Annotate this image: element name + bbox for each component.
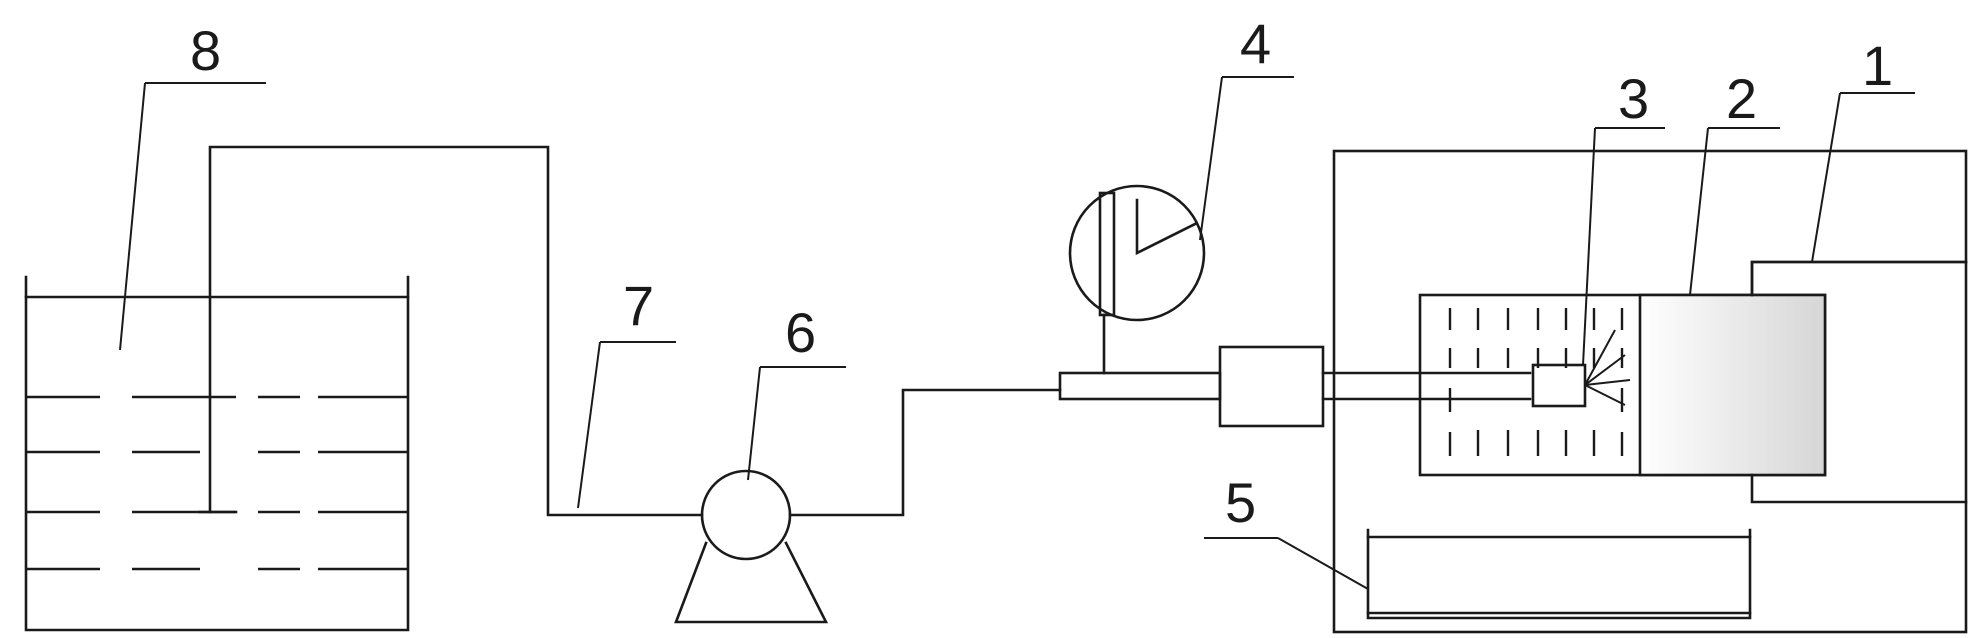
label-2: 2 xyxy=(1726,67,1757,130)
pump xyxy=(674,469,829,624)
label-5: 5 xyxy=(1225,471,1256,534)
label-1: 1 xyxy=(1862,34,1893,97)
discharge-pipe xyxy=(788,388,1062,517)
liquid-tank xyxy=(24,275,410,632)
pressure-gauge xyxy=(1068,184,1206,375)
target-block xyxy=(1418,293,1827,477)
leader-lines xyxy=(119,76,1915,590)
label-8: 8 xyxy=(190,19,221,82)
label-4: 4 xyxy=(1240,12,1271,75)
label-3: 3 xyxy=(1618,67,1649,130)
spray-zone-lines xyxy=(1448,308,1624,456)
valve-block xyxy=(1218,345,1325,428)
support-bracket xyxy=(1750,260,1968,297)
nozzle-tube xyxy=(1058,371,1222,401)
liquid-level-lines xyxy=(26,395,408,571)
suction-pipe xyxy=(208,145,704,517)
test-chamber xyxy=(1332,149,1968,634)
label-6: 6 xyxy=(785,301,816,364)
collection-tray xyxy=(1366,528,1752,620)
spray-nozzle xyxy=(1531,329,1631,408)
label-7: 7 xyxy=(623,274,654,337)
